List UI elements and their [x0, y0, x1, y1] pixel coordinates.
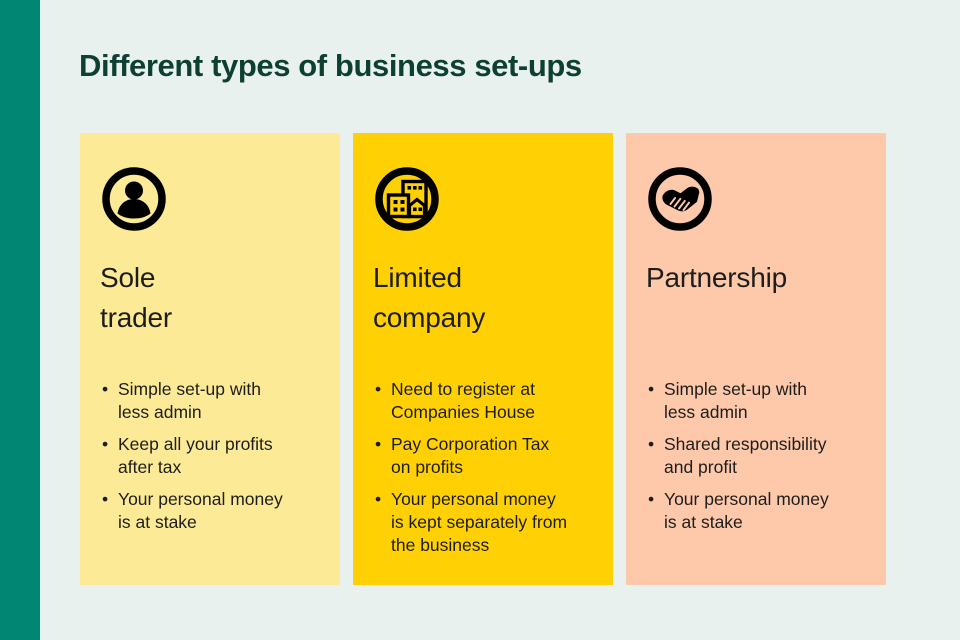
card-title: Sole trader	[100, 262, 172, 333]
bullet-item: Simple set-up with less admin	[100, 378, 320, 424]
bullet-item: Need to register at Companies House	[373, 378, 593, 424]
bullet-item: Shared responsibility and profit	[646, 433, 866, 479]
card-title: Partnership	[646, 262, 787, 293]
card-sole-trader: Sole trader Simple set-up with less admi…	[80, 133, 340, 585]
card-partnership: Partnership Simple set-up with less admi…	[626, 133, 886, 585]
person-icon	[100, 165, 168, 233]
bullet-list: Simple set-up with less adminKeep all yo…	[100, 378, 320, 534]
bullet-item: Keep all your profits after tax	[100, 433, 320, 479]
bullet-item: Your personal money is at stake	[100, 488, 320, 534]
bullet-list: Need to register at Companies HousePay C…	[373, 378, 593, 557]
card-title: Limited company	[373, 262, 486, 333]
left-accent-bar	[0, 0, 40, 640]
page-title: Different types of business set-ups	[79, 48, 582, 83]
bullet-item: Pay Corporation Tax on profits	[373, 433, 593, 479]
handshake-icon	[646, 165, 714, 233]
bullet-item: Your personal money is at stake	[646, 488, 866, 534]
bullet-list: Simple set-up with less adminShared resp…	[646, 378, 866, 534]
card-limited-company: Limited company Need to register at Comp…	[353, 133, 613, 585]
buildings-icon	[373, 165, 441, 233]
cards-row: Sole trader Simple set-up with less admi…	[80, 133, 886, 585]
bullet-item: Simple set-up with less admin	[646, 378, 866, 424]
bullet-item: Your personal money is kept separately f…	[373, 488, 593, 557]
